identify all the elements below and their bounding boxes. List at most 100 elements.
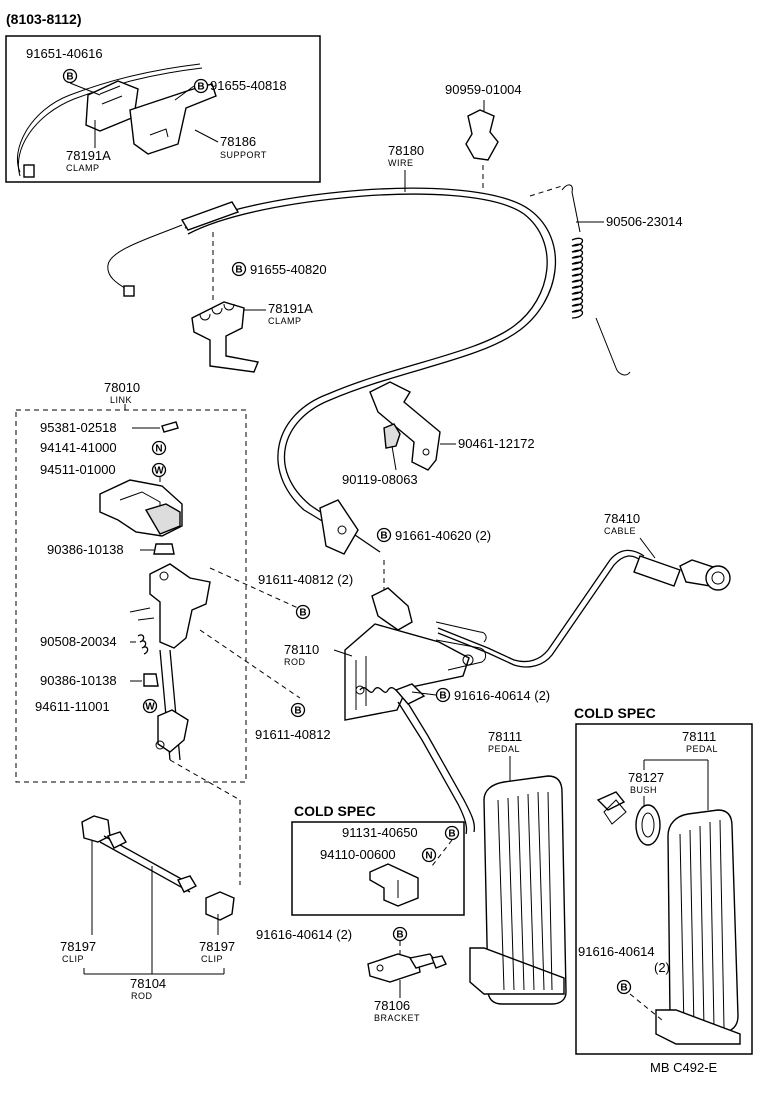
bracket-part-78106-sub: BRACKET <box>374 1013 420 1023</box>
cold-mid-bracket-drawing <box>369 863 419 907</box>
bolt-part-91661-40620: 91661-40620 (2) <box>395 528 491 543</box>
inset-part-78191a: 78191A <box>66 148 111 163</box>
clamp-part-78191a: 78191A <box>268 301 313 316</box>
cold-spec-right-bush: 78127 <box>628 770 664 785</box>
svg-text:B: B <box>299 608 306 619</box>
svg-text:B: B <box>620 983 627 994</box>
link-item-94141-41000: 94141-41000 <box>40 440 117 455</box>
cable-part-78410: 78410 <box>604 511 640 526</box>
inset-part-78186-sub: SUPPORT <box>220 150 267 160</box>
wire-part-78180: 78180 <box>388 143 424 158</box>
pedal-part-78111: 78111 <box>488 729 522 744</box>
clip-part-78197-left-sub: CLIP <box>62 954 84 964</box>
rod-part-78104: 78104 <box>130 976 166 991</box>
nut-badge: N <box>151 440 167 456</box>
clamp-bolt-badge: B <box>231 261 247 277</box>
inset-part-78191a-sub: CLAMP <box>66 163 100 173</box>
svg-text:B: B <box>396 930 403 941</box>
spring-part-90506-23014: 90506-23014 <box>606 214 683 229</box>
top-clip-drawing <box>465 100 499 192</box>
svg-text:N: N <box>425 851 432 862</box>
bolt-part-90461-12172: 90461-12172 <box>458 436 535 451</box>
svg-text:B: B <box>448 829 455 840</box>
svg-text:B: B <box>66 72 73 83</box>
bolt-part-91616-40614-2: 91616-40614 (2) <box>454 688 550 703</box>
cold-spec-right-pedal: 78111 <box>682 729 716 744</box>
cold-spec-right-frame <box>575 723 753 1055</box>
main-pedal-drawing <box>469 775 567 1005</box>
cold-spec-right-pedal-sub: PEDAL <box>686 744 718 754</box>
cable-part-78410-sub: CABLE <box>604 526 636 536</box>
link-group-frame <box>15 409 247 783</box>
inset-bolt-badge-1: B <box>62 68 78 84</box>
wire-bracket-drawing <box>369 381 441 471</box>
link-item-90386-10138-a: 90386-10138 <box>47 542 124 557</box>
bracket-part-78106: 78106 <box>374 998 410 1013</box>
link-shaft-drawing <box>129 563 211 761</box>
cold-spec-mid-frame <box>291 821 465 916</box>
cable-78410-drawing <box>437 549 731 668</box>
link-part-78010-sub: LINK <box>110 395 132 405</box>
rod-part-78110: 78110 <box>284 642 319 657</box>
rod-part-78104-sub: ROD <box>131 991 153 1001</box>
cold-spec-right-title: COLD SPEC <box>574 705 656 721</box>
inset-cable-drawing <box>16 63 217 178</box>
clamp-78191a-drawing <box>191 301 259 373</box>
inset-part-78186: 78186 <box>220 134 256 149</box>
pedal-part-78111-sub: PEDAL <box>488 744 520 754</box>
washer-badge-2: W <box>142 698 158 714</box>
clip-part-78197-left: 78197 <box>60 939 96 954</box>
link-bolt-badge-lower: B <box>290 702 306 718</box>
return-spring-drawing <box>529 184 631 376</box>
bolt-part-91616-40614-b: 91616-40614 (2) <box>256 927 352 942</box>
link-item-94511-01000: 94511-01000 <box>40 462 116 477</box>
wire-end-bolt-badge: B <box>376 527 392 543</box>
bracket-bolt-badge: B <box>392 926 408 942</box>
link-item-94611-11001: 94611-11001 <box>35 699 110 714</box>
inset-bolt-badge-2: B <box>193 78 209 94</box>
link-item-90508-20034: 90508-20034 <box>40 634 117 649</box>
cold-spec-right-bolt-qty: (2) <box>654 960 670 975</box>
bolt-part-91655-40820: 91655-40820 <box>250 262 327 277</box>
svg-text:B: B <box>294 706 301 717</box>
link-item-90386-10138-b: 90386-10138 <box>40 673 117 688</box>
cold-mid-bolt-badge: B <box>444 825 460 841</box>
cold-spec-mid-94110-00600: 94110-00600 <box>320 847 396 862</box>
inset-frame <box>5 35 321 183</box>
link-item-95381-02518: 95381-02518 <box>40 420 117 435</box>
cold-spec-right-bolt: 91616-40614 <box>578 944 655 959</box>
bolt-part-91611-40812-2: 91611-40812 (2) <box>258 572 353 587</box>
washer-badge-1: W <box>151 462 167 478</box>
clip-part-78197-right: 78197 <box>199 939 235 954</box>
rod-bolt-badge: B <box>435 687 451 703</box>
cold-spec-mid-91131-40650: 91131-40650 <box>342 825 418 840</box>
clip-part-90959-01004: 90959-01004 <box>445 82 522 97</box>
bracket-78106-drawing <box>367 953 447 983</box>
throttle-wire-drawing <box>107 187 557 555</box>
wire-part-78180-sub: WIRE <box>388 158 414 168</box>
svg-text:B: B <box>235 265 242 276</box>
rod-part-78110-sub: ROD <box>284 657 306 667</box>
bolt-part-91611-40812: 91611-40812 <box>255 727 331 742</box>
cold-spec-mid-title: COLD SPEC <box>294 803 376 819</box>
svg-text:B: B <box>197 82 204 93</box>
bushing-icon <box>153 543 175 555</box>
cold-right-pedal-drawing <box>596 791 741 1045</box>
svg-text:N: N <box>155 444 162 455</box>
svg-text:B: B <box>380 531 387 542</box>
rod-78110-assembly-drawing <box>344 587 487 835</box>
svg-text:W: W <box>145 702 155 713</box>
inset-range-label: (8103-8112) <box>6 11 82 27</box>
link-part-78010: 78010 <box>104 380 140 395</box>
cold-spec-right-bush-sub: BUSH <box>630 785 657 795</box>
link-spring-icon <box>137 634 149 655</box>
inset-part-91651-40616: 91651-40616 <box>26 46 103 61</box>
cold-mid-nut-badge: N <box>421 847 437 863</box>
cold-right-bolt-badge: B <box>616 979 632 995</box>
cotter-pin-icon <box>161 421 179 433</box>
svg-text:W: W <box>154 466 164 477</box>
diagram-code-footer: MB C492-E <box>650 1060 718 1075</box>
link-bolt-badge-upper: B <box>295 604 311 620</box>
clip-part-78197-right-sub: CLIP <box>201 954 223 964</box>
inset-part-91655-40818: 91655-40818 <box>210 78 287 93</box>
